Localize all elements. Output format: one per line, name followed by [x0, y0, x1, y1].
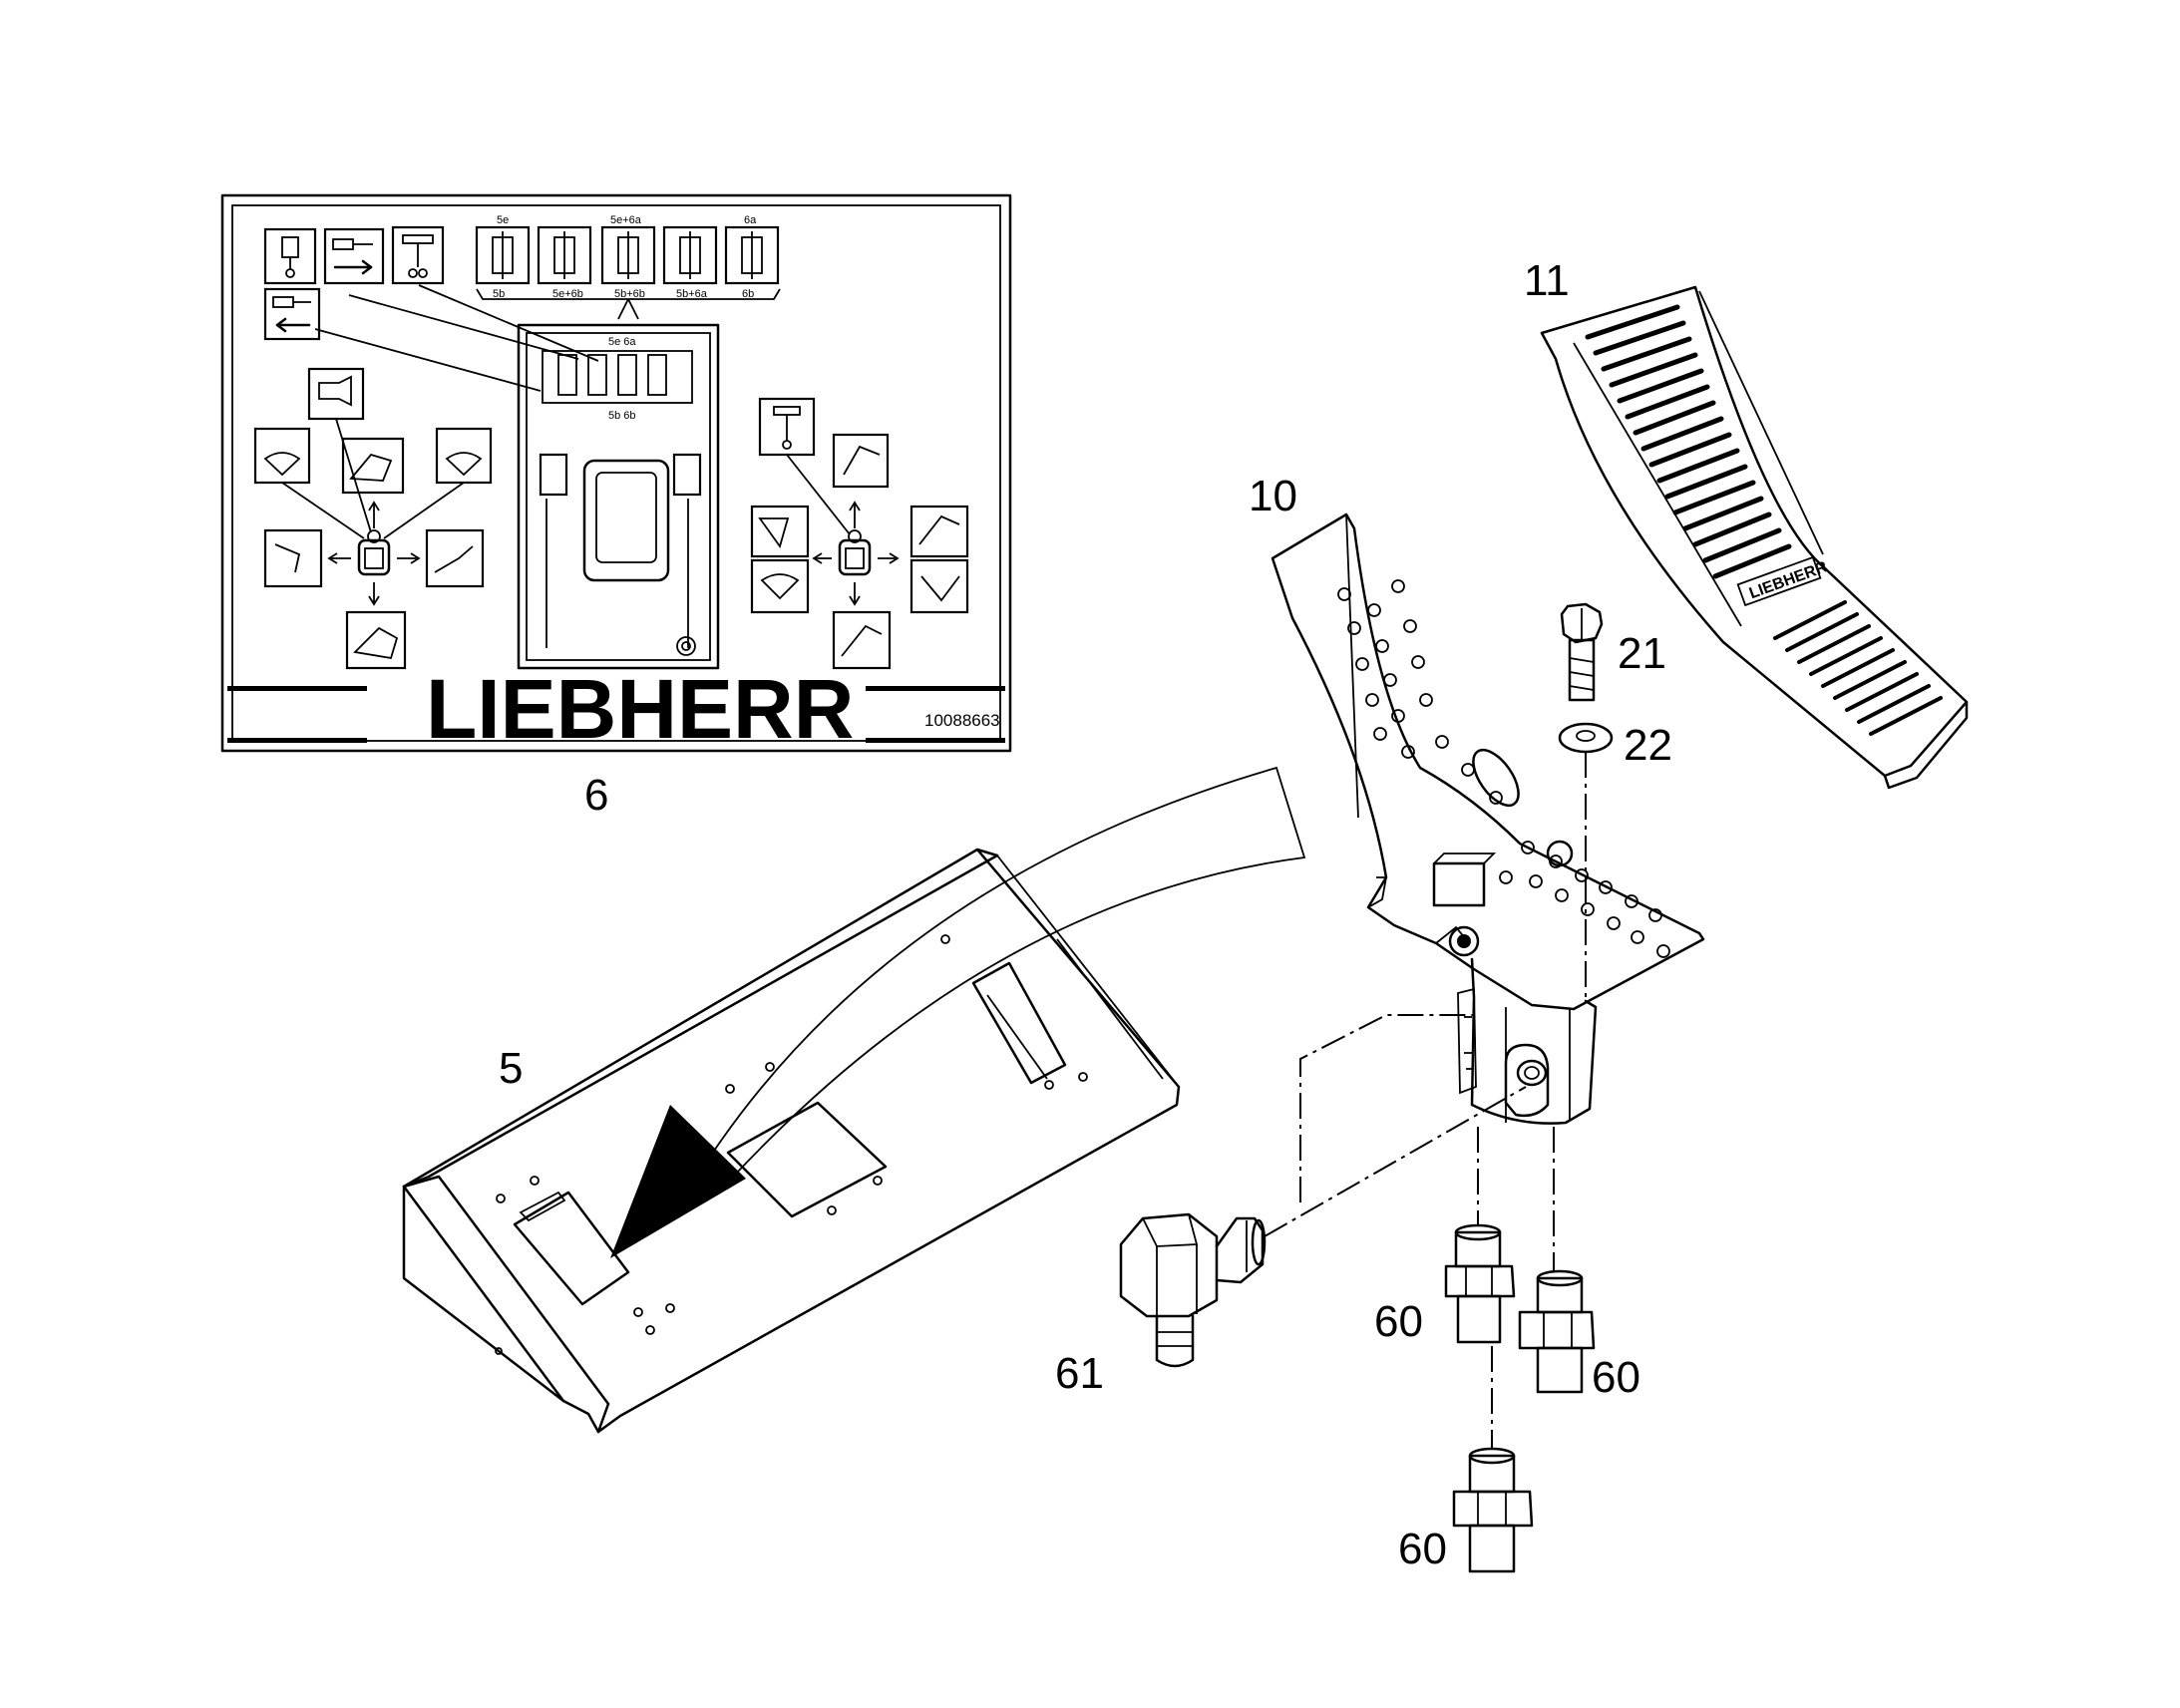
- sticker-bar: [866, 686, 1005, 691]
- right-joystick-group: [750, 397, 969, 670]
- bucket-dump-icon: [832, 610, 892, 670]
- arm-extend-icon: [323, 227, 385, 285]
- cab-label-bottom: 5b 6b: [608, 410, 636, 422]
- cab-label-top: 5e 6a: [608, 336, 636, 348]
- sticker-outer-border: [220, 193, 1012, 753]
- sticker-brand-logo: LIEBHERR: [426, 662, 854, 756]
- callout-10: 10: [1249, 472, 1297, 520]
- placement-arrow: [610, 766, 1306, 1258]
- bolt-21: [1560, 602, 1604, 702]
- lever-label-bottom: 5b+6a: [676, 288, 708, 300]
- sticker-inner-border: [231, 204, 1001, 742]
- sticker-bar: [866, 738, 1005, 743]
- washer-22: [1558, 722, 1614, 754]
- assembly-lines: [1264, 752, 1587, 1448]
- leader-line: [418, 284, 599, 362]
- cover-brand-plate: LIEBHERR: [1747, 558, 1830, 602]
- callout-21: 21: [1618, 629, 1666, 678]
- horn-icon: [307, 367, 365, 421]
- callout-60: 60: [1592, 1353, 1640, 1402]
- lever-label-top: 5e: [497, 214, 509, 226]
- cab-plan-view: 5e 6a 5b 6b: [517, 323, 720, 670]
- callout-60: 60: [1374, 1297, 1423, 1346]
- pedal-holes: [1337, 579, 1670, 958]
- cover-slots-lower: [1773, 600, 1943, 736]
- joystick-icon: [357, 538, 391, 576]
- left-joystick-group: [253, 367, 493, 670]
- callout-22: 22: [1624, 721, 1672, 770]
- cover-slots: [1585, 304, 1792, 579]
- fitting-60-a: [1444, 1223, 1516, 1344]
- leader-line: [314, 328, 542, 392]
- arm-retract-icon: [263, 287, 321, 341]
- pedal-cover-11: LIEBHERR: [1540, 285, 1969, 790]
- tilt-rotate-icon: [750, 558, 810, 614]
- sticker-bar: [227, 686, 367, 691]
- lever-label-top: 6a: [744, 214, 757, 226]
- boom-down-icon: [345, 610, 407, 670]
- bucket-curl-icon: [832, 433, 890, 489]
- boom-cylinder-icon: [263, 227, 317, 285]
- fitting-60-b: [1518, 1269, 1596, 1394]
- joystick-icon: [838, 538, 872, 576]
- leader-line: [348, 294, 579, 360]
- pedal-valve-10: [1271, 512, 1705, 1125]
- fitting-60-c: [1452, 1447, 1534, 1573]
- swing-tilt-icon: [750, 505, 810, 558]
- callout-11: 11: [1524, 256, 1570, 305]
- lever-label-bottom: 5e+6b: [552, 288, 583, 300]
- sticker-bar: [227, 738, 367, 743]
- elbow-fitting-61: [1119, 1212, 1267, 1368]
- arrow-head: [610, 1105, 746, 1258]
- lever-label-top: 5e+6a: [610, 214, 642, 226]
- lever-icons: 5e 5e+6a 6a 5b 5e+6b 5b+6b 5b+6a 6b: [475, 214, 781, 320]
- stabilizer-icon: [391, 225, 445, 285]
- sticker-6: 5e 5e+6a 6a 5b 5e+6b 5b+6b 5b+6a 6b 5e 6…: [220, 193, 1012, 756]
- grab-close-icon: [909, 558, 969, 614]
- callout-60: 60: [1398, 1525, 1447, 1573]
- lever-label-bottom: 5b: [493, 288, 505, 300]
- mounting-holes: [495, 934, 1088, 1355]
- callout-6: 6: [584, 771, 608, 820]
- callout-61: 61: [1055, 1349, 1104, 1398]
- lever-label-bottom: 6b: [742, 288, 754, 300]
- boom-up-icon: [341, 437, 405, 495]
- grab-open-icon: [909, 505, 969, 558]
- stick-in-icon: [263, 528, 323, 588]
- lever-label-bottom: 5b+6b: [614, 288, 645, 300]
- stick-out-icon: [425, 528, 485, 588]
- console-cover-5: [402, 848, 1181, 1434]
- callout-5: 5: [499, 1044, 523, 1093]
- sticker-part-number: 10088663: [924, 711, 1000, 730]
